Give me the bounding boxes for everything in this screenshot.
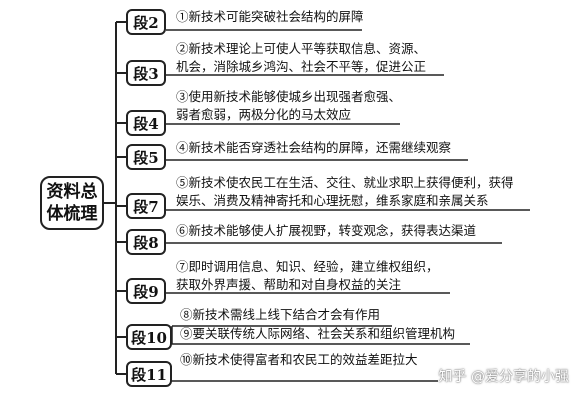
note-line: ⑧新技术需线上线下结合才会有作用: [180, 307, 381, 322]
segment-label: 段11: [131, 365, 167, 384]
note-line: ⑦即时调用信息、知识、经验，建立维权组织，: [176, 259, 439, 274]
segment-2-note: ①新技术可能突破社会结构的屏障: [176, 8, 364, 26]
segment-label: 段8: [133, 233, 159, 252]
segment-node-10: 段10: [126, 324, 172, 350]
note-line: ⑩新技术使得富者和农民工的效益差距拉大: [180, 352, 418, 367]
note-line: ⑥新技术能够使人扩展视野，转变观念，获得表达渠道: [176, 223, 477, 238]
note-line: ⑨要关联传统人际网络、社会关系和组织管理机构: [180, 326, 456, 341]
watermark: 知乎 @爱分享的小强: [438, 369, 569, 385]
segment-10-note-b: ⑨要关联传统人际网络、社会关系和组织管理机构: [180, 325, 455, 343]
note-line: 弱者愈弱，两极分化的马太效应: [176, 107, 352, 122]
segment-label: 段4: [133, 114, 159, 133]
segment-label: 段3: [133, 64, 159, 83]
note-line: ②新技术理论上可使人平等获取信息、资源、: [176, 41, 427, 56]
segment-node-5: 段5: [126, 144, 166, 170]
segment-11-note: ⑩新技术使得富者和农民工的效益差距拉大: [180, 351, 418, 369]
note-line: 获取外界声援、帮助和对自身权益的关注: [176, 277, 402, 292]
note-line: 机会，消除城乡鸿沟、社会不平等，促进公正: [176, 59, 427, 74]
segment-10-note-a: ⑧新技术需线上线下结合才会有作用: [180, 306, 380, 324]
note-line: 娱乐、消费及精神寄托和心理抚慰，维系家庭和亲属关系: [176, 193, 489, 208]
note-line: ①新技术可能突破社会结构的屏障: [176, 9, 364, 24]
segment-node-7: 段7: [126, 193, 166, 219]
segment-node-8: 段8: [126, 229, 166, 255]
segment-8-note: ⑥新技术能够使人扩展视野，转变观念，获得表达渠道: [176, 222, 476, 240]
segment-label: 段10: [131, 328, 167, 347]
segment-node-2: 段2: [126, 9, 166, 35]
segment-label: 段9: [133, 282, 159, 301]
note-line: ⑤新技术使农民工在生活、交往、就业求职上获得便利，获得: [176, 175, 514, 190]
segment-7-note: ⑤新技术使农民工在生活、交往、就业求职上获得便利，获得 娱乐、消费及精神寄托和心…: [176, 174, 514, 210]
root-line-1: 资料总: [46, 182, 98, 202]
segment-node-4: 段4: [126, 110, 166, 136]
root-line-2: 体梳理: [46, 204, 98, 224]
segment-9-note: ⑦即时调用信息、知识、经验，建立维权组织， 获取外界声援、帮助和对自身权益的关注: [176, 258, 439, 294]
segment-label: 段5: [133, 148, 159, 167]
segment-node-3: 段3: [126, 60, 166, 86]
segment-label: 段2: [133, 13, 159, 32]
root-node: 资料总 体梳理: [40, 176, 104, 230]
segment-node-9: 段9: [126, 278, 166, 304]
note-line: ④新技术能否穿透社会结构的屏障，还需继续观察: [176, 140, 452, 155]
segment-node-11: 段11: [126, 361, 172, 387]
segment-label: 段7: [133, 197, 159, 216]
segment-4-note: ③使用新技术能够使城乡出现强者愈强、 弱者愈弱，两极分化的马太效应: [176, 88, 401, 124]
segment-5-note: ④新技术能否穿透社会结构的屏障，还需继续观察: [176, 139, 451, 157]
segment-3-note: ②新技术理论上可使人平等获取信息、资源、 机会，消除城乡鸿沟、社会不平等，促进公…: [176, 40, 426, 76]
note-line: ③使用新技术能够使城乡出现强者愈强、: [176, 89, 402, 104]
